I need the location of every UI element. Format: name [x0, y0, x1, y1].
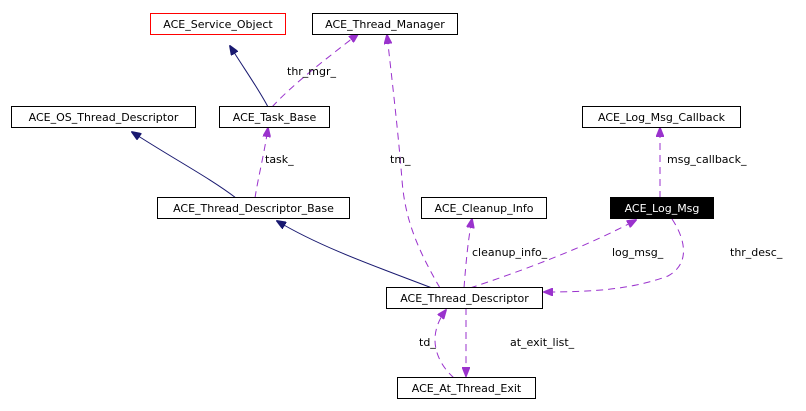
- edge-descriptor-log-msg: [469, 220, 636, 289]
- node-log-msg-callback-label: ACE_Log_Msg_Callback: [598, 111, 726, 124]
- edge-descriptor-base-task: [254, 128, 268, 199]
- node-service-object-label: ACE_Service_Object: [163, 18, 273, 31]
- node-cleanup-info[interactable]: ACE_Cleanup_Info: [421, 197, 547, 219]
- edge-descriptor-to-descriptor-base: [277, 221, 433, 289]
- edge-log-msg-thr-desc: [544, 218, 684, 292]
- label-tm: tm_: [390, 153, 411, 166]
- label-log-msg: log_msg_: [612, 246, 664, 259]
- node-task-base-label: ACE_Task_Base: [233, 111, 317, 124]
- edge-descriptor-cleanup-info: [463, 219, 472, 289]
- node-os-thread-descriptor[interactable]: ACE_OS_Thread_Descriptor: [11, 106, 196, 128]
- edge-task-base-thr-mgr: [271, 34, 358, 108]
- node-service-object[interactable]: ACE_Service_Object: [150, 13, 286, 35]
- edge-descriptor-base-to-os-descriptor: [132, 132, 237, 199]
- node-os-thread-descriptor-label: ACE_OS_Thread_Descriptor: [29, 111, 179, 124]
- node-thread-descriptor-base[interactable]: ACE_Thread_Descriptor_Base: [157, 197, 350, 219]
- edge-at-thread-exit-td: [434, 310, 455, 379]
- node-thread-manager-label: ACE_Thread_Manager: [325, 18, 445, 31]
- label-thr-mgr: thr_mgr_: [287, 65, 337, 78]
- label-thr-desc: thr_desc_: [730, 246, 783, 259]
- node-task-base[interactable]: ACE_Task_Base: [219, 106, 330, 128]
- node-thread-manager[interactable]: ACE_Thread_Manager: [312, 13, 458, 35]
- node-thread-descriptor-base-label: ACE_Thread_Descriptor_Base: [173, 202, 334, 215]
- node-log-msg[interactable]: ACE_Log_Msg: [610, 197, 714, 219]
- node-cleanup-info-label: ACE_Cleanup_Info: [435, 202, 534, 215]
- node-at-thread-exit[interactable]: ACE_At_Thread_Exit: [397, 377, 536, 399]
- label-at-exit-list: at_exit_list_: [510, 336, 575, 349]
- label-msg-callback: msg_callback_: [667, 153, 747, 166]
- node-log-msg-label: ACE_Log_Msg: [625, 202, 700, 215]
- edge-task-base-to-service-object: [230, 46, 269, 108]
- node-log-msg-callback[interactable]: ACE_Log_Msg_Callback: [582, 106, 741, 128]
- edge-descriptor-tm: [387, 35, 441, 289]
- label-task: task_: [265, 153, 294, 166]
- node-at-thread-exit-label: ACE_At_Thread_Exit: [412, 382, 522, 395]
- node-thread-descriptor[interactable]: ACE_Thread_Descriptor: [386, 287, 543, 309]
- label-td: td_: [419, 336, 436, 349]
- node-thread-descriptor-label: ACE_Thread_Descriptor: [400, 292, 529, 305]
- label-cleanup-info: cleanup_info_: [472, 246, 548, 259]
